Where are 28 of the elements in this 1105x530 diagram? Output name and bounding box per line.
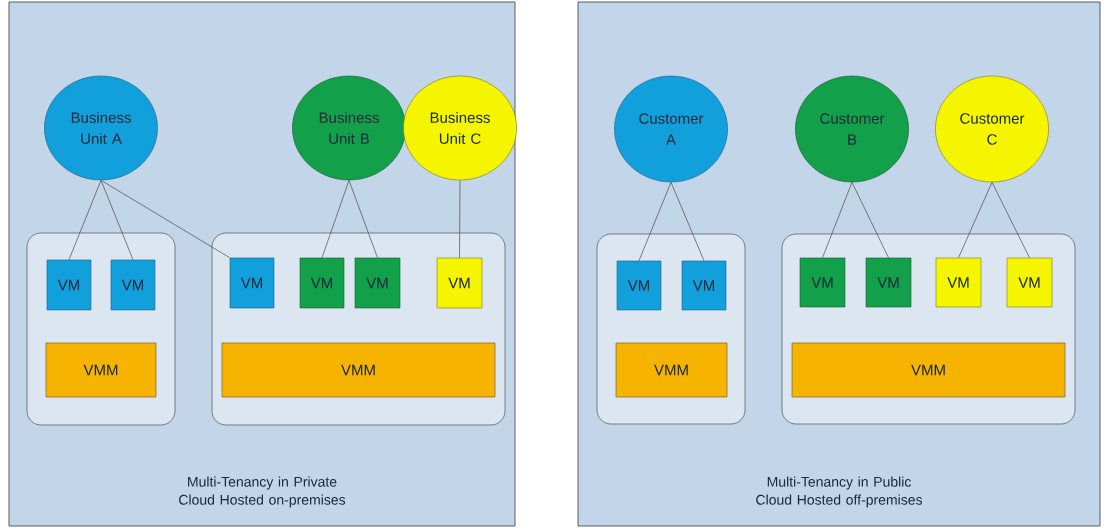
vmm-bar: VMM [791,342,1066,398]
vmm-bar: VMM [45,342,157,398]
connector-line [100,179,231,259]
vm-box: VM [799,257,846,308]
vm-box: VM [110,259,156,311]
connector-line [68,179,102,261]
vm-box: VM [1006,257,1053,308]
vm-box: VM [436,257,483,309]
connector-line [100,179,134,261]
connector-line [851,181,889,259]
vm-box: VM [46,259,92,311]
connector-line [822,181,853,259]
vm-box: VM [299,257,345,309]
connector-line [991,181,1030,259]
vm-box: VM [229,257,275,309]
connector-line [958,181,993,259]
vm-box: VM [681,260,727,311]
connector-line [459,179,461,259]
vm-box: VM [616,260,662,311]
vm-box: VM [935,257,982,308]
connector-line [348,179,378,259]
connector-line [321,179,350,259]
connector-line [638,181,672,262]
vmm-bar: VMM [615,342,728,398]
vm-box: VM [865,257,912,308]
vm-box: VM [354,257,401,309]
vmm-bar: VMM [221,342,496,398]
connector-line [670,181,705,262]
